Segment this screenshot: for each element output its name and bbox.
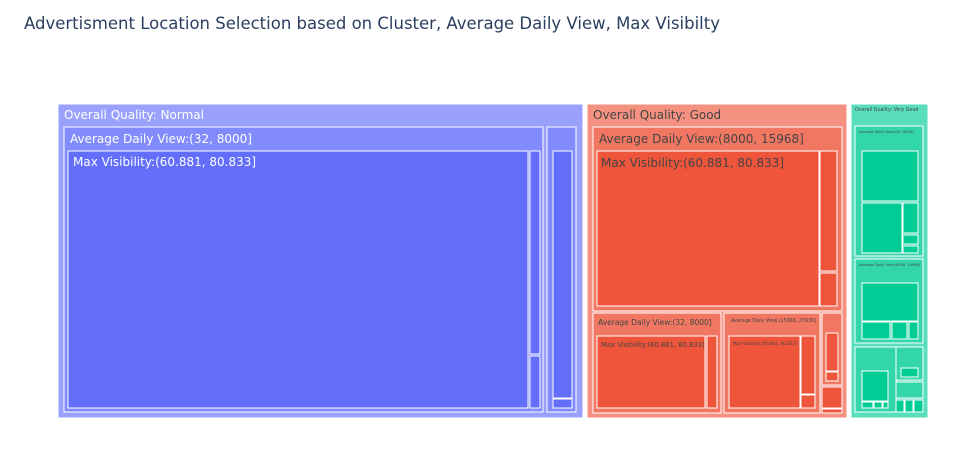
treemap-tile-good-small-f[interactable] (825, 332, 839, 372)
treemap-tile-good-small-i[interactable] (821, 408, 843, 414)
treemap-tile-visibility-normal-1[interactable] (67, 150, 529, 409)
treemap-tile-good-small-e[interactable] (800, 394, 816, 409)
treemap-tile-verygood-h[interactable] (891, 321, 908, 340)
treemap-label-visibility-good-1: Max Visibility:(60.881, 80.833] (601, 156, 784, 170)
treemap-tile-good-small-h[interactable] (821, 386, 843, 409)
treemap-tile-verygood-q[interactable] (913, 399, 924, 413)
treemap-label-view-good-3: Average Daily View:(15968, 23936] (731, 318, 816, 324)
treemap-tile-visibility-good-2[interactable] (596, 335, 706, 409)
treemap-tile-verygood-a[interactable] (861, 150, 919, 202)
treemap-tile-visibility-good-1[interactable] (596, 150, 820, 307)
treemap-tile-verygood-m[interactable] (882, 401, 889, 409)
treemap-tile-verygood-c[interactable] (902, 202, 919, 234)
treemap-label-visibility-normal-1: Max Visibility:(60.881, 80.833] (73, 155, 256, 169)
treemap-tile-verygood-e[interactable] (902, 245, 919, 254)
chart-title: Advertisment Location Selection based on… (24, 14, 720, 33)
treemap-label-cluster-good: Overall Quality: Good (593, 108, 721, 122)
treemap-label-view-normal-1: Average Daily View:(32, 8000] (70, 132, 252, 146)
treemap-tile-visibility-good-3[interactable] (728, 335, 801, 409)
treemap-tile-good-small-b[interactable] (819, 272, 838, 307)
treemap-tile-verygood-k[interactable] (861, 401, 874, 409)
treemap-tile-verygood-l[interactable] (873, 401, 883, 409)
treemap-tile-verygood-d[interactable] (902, 234, 919, 245)
treemap-label-view-verygood-1: Average Daily View:(32, 8000] (859, 130, 914, 134)
treemap-tile-verygood-p[interactable] (904, 399, 914, 413)
treemap-tile-good-small-c[interactable] (706, 335, 718, 409)
treemap-label-view-good-2: Average Daily View:(32, 8000] (598, 318, 712, 327)
treemap-tile-good-small-g[interactable] (825, 371, 839, 382)
treemap-tile-normal-small-d[interactable] (552, 398, 573, 409)
treemap-label-view-verygood-2: Average Daily View:(8000, 15968] (859, 263, 921, 267)
treemap-tile-normal-small-b[interactable] (529, 355, 541, 409)
treemap-tile-verygood-g[interactable] (861, 321, 891, 340)
treemap-tile-verygood-f[interactable] (861, 282, 919, 322)
treemap-tile-verygood-n[interactable] (900, 367, 919, 378)
treemap-label-view-good-1: Average Daily View:(8000, 15968] (599, 132, 804, 146)
treemap-tile-normal-small-c[interactable] (552, 150, 573, 399)
treemap-label-visibility-good-3: Max Visibility:(60.881, 80.833] (733, 341, 797, 346)
treemap-tile-good-small-a[interactable] (819, 150, 838, 272)
treemap-tile-verygood-j[interactable] (861, 370, 889, 402)
treemap-tile-verygood-i[interactable] (908, 321, 919, 340)
treemap-label-cluster-normal: Overall Quality: Normal (64, 108, 204, 122)
treemap-tile-verygood-b[interactable] (861, 202, 903, 254)
treemap-label-visibility-good-2: Max Visibility:(60.881, 80.833] (601, 341, 705, 349)
treemap-label-cluster-verygood: Overall Quality: Very Good (855, 107, 918, 113)
treemap-tile-normal-small-a[interactable] (529, 150, 541, 355)
treemap-tile-verygood-o[interactable] (895, 399, 905, 413)
treemap-tile-view-verygood-5[interactable] (895, 381, 924, 399)
treemap-tile-good-small-d[interactable] (800, 335, 816, 395)
